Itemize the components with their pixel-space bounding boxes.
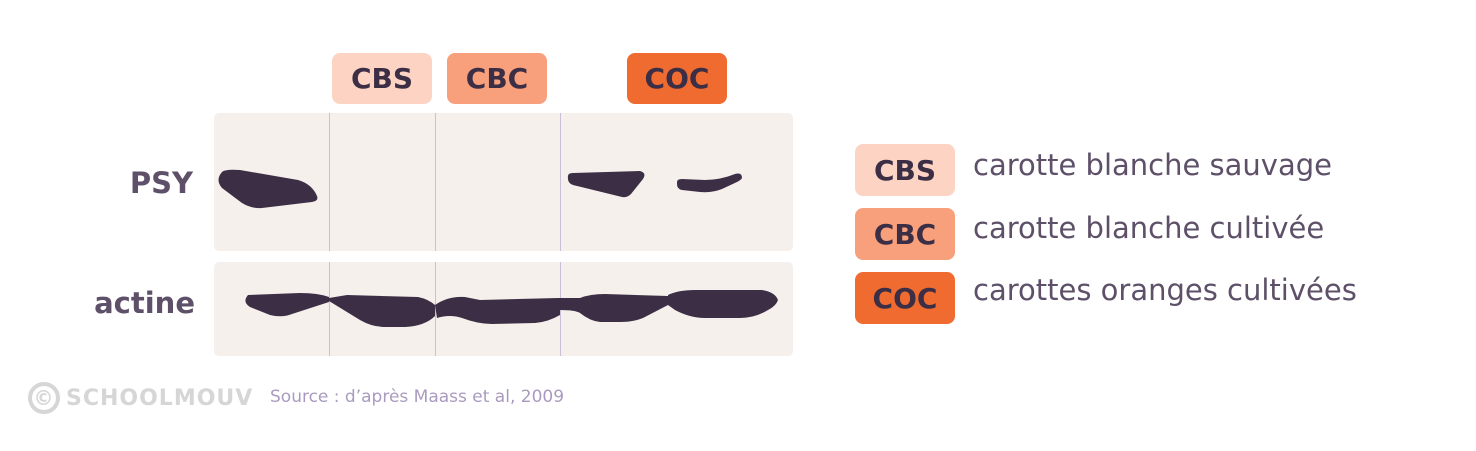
lane-divider (560, 113, 561, 251)
row-label-actine: actine (94, 286, 195, 320)
source-citation: Source : d’après Maass et al, 2009 (270, 387, 565, 407)
psy-band (218, 169, 318, 209)
lane-label-coc: COC (627, 53, 727, 104)
copyright-icon: © (28, 382, 60, 414)
legend-text-cbc: carotte blanche cultivée (973, 211, 1325, 245)
schoolmouv-logo: © SCHOOLMOUV (28, 382, 253, 414)
psy-band (567, 171, 645, 198)
actine-band (668, 290, 778, 318)
logo-text: SCHOOLMOUV (66, 385, 254, 411)
lane-divider (329, 113, 330, 251)
lane-label-cbc: CBC (447, 53, 547, 104)
actine-band (435, 296, 560, 324)
actine-band (329, 295, 435, 327)
legend-swatch-coc: COC (855, 272, 955, 324)
legend-text-cbs: carotte blanche sauvage (973, 148, 1332, 182)
legend-swatch-cbs: CBS (855, 144, 955, 196)
legend-text-coc: carottes oranges cultivées (973, 273, 1357, 307)
legend-swatch-cbc: CBC (855, 208, 955, 260)
actine-band (560, 294, 668, 322)
lane-label-cbs: CBS (332, 53, 432, 104)
lane-divider (329, 262, 330, 356)
lane-divider (435, 262, 436, 356)
psy-band (677, 173, 742, 193)
actine-band (245, 293, 329, 317)
lane-divider (435, 113, 436, 251)
row-label-psy: PSY (129, 166, 193, 200)
